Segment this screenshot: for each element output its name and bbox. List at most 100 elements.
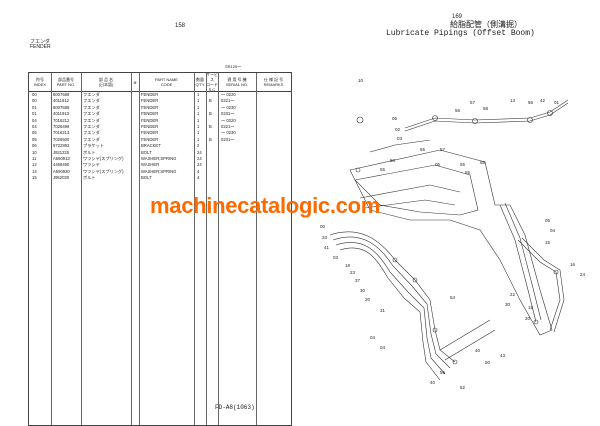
footer-code: FD-A8(1063): [215, 404, 255, 411]
cell-idx: 05: [32, 130, 37, 136]
callout-number: 40: [430, 380, 436, 385]
right-page-number: 169: [452, 14, 463, 20]
cell-jp: ワツシヤ(スプリング): [83, 168, 124, 174]
cell-jp: フエンダ: [83, 104, 100, 110]
callout-number: 10: [358, 78, 364, 83]
serial-note: SR125～: [225, 64, 242, 69]
cell-name: WASHER;SPRING: [141, 156, 177, 161]
callout-number: 56: [528, 100, 534, 105]
callout-number: 03: [333, 255, 339, 260]
cell-serial: 0221～: [221, 124, 235, 129]
piping-diagram: [329, 99, 569, 381]
cell-sc: B: [209, 136, 212, 142]
cell-idx: 01: [32, 104, 37, 110]
cell-qty: 1: [197, 117, 200, 123]
cell-part: 6007589: [53, 104, 70, 110]
callout-number: 54: [450, 295, 456, 300]
callout-number: 55: [465, 170, 471, 175]
cell-qty: 1: [197, 124, 200, 129]
callout-number: 15: [545, 240, 551, 245]
callout-number: 55: [380, 167, 386, 172]
title-en: Lubricate Pipings (Offset Boom): [386, 29, 535, 38]
cell-jp: フエンダ: [83, 117, 100, 123]
cell-serial: ～ 0230: [221, 104, 236, 110]
cell-part: 4011913: [53, 111, 69, 117]
callout-number: 01: [554, 100, 560, 105]
cell-jp: ブラケット: [83, 143, 104, 149]
callout-number: 55: [480, 160, 486, 165]
cell-sc: B: [209, 98, 212, 104]
category-jp: フエンダ: [30, 39, 51, 45]
callout-number: 18: [345, 263, 351, 268]
callout-number: 55: [420, 147, 426, 152]
cell-qty: 1: [197, 98, 200, 104]
cell-serial: 0231～: [221, 111, 235, 117]
right-page: 169 給脂配管（側溝掘） Lubricate Pipings (Offset …: [300, 0, 600, 425]
table-row: 01 6007589 フエンダ FENDER 1 ～ 0230: [29, 105, 291, 111]
cell-part: 7026499: [53, 124, 70, 129]
cell-qty: 1: [197, 136, 200, 142]
cell-name: FENDER: [141, 98, 159, 104]
cell-serial: ～ 0230: [221, 130, 236, 136]
cell-name: FENDER: [141, 117, 159, 123]
cell-qty: 1: [197, 104, 200, 110]
cell-qty: 4: [197, 175, 200, 181]
callout-number: 56: [440, 370, 446, 375]
cell-serial: 0221～: [221, 98, 235, 104]
cell-name: FENDER: [141, 111, 159, 117]
callout-number: 22: [510, 292, 516, 297]
cell-idx: 14: [32, 168, 37, 174]
callout-number: 24: [580, 272, 586, 277]
cell-qty: 1: [197, 130, 200, 136]
cell-qty: 24: [197, 156, 202, 161]
cell-jp: フエンダ: [83, 136, 100, 142]
cell-idx: 05: [32, 136, 37, 142]
callout-number: 58: [483, 106, 489, 111]
cell-jp: ワツシヤ: [83, 162, 100, 168]
cell-name: BOLT: [141, 149, 152, 155]
cell-part: A590913: [53, 156, 70, 161]
cell-qty: 1: [197, 111, 200, 117]
callout-number: 16: [570, 262, 576, 267]
cell-idx: 06: [32, 143, 37, 149]
callout-number: 20: [525, 316, 531, 321]
cell-idx: 04: [32, 124, 37, 129]
cell-part: 4011912: [53, 98, 69, 104]
category-en: FENDER: [30, 44, 51, 50]
callout-number: 04: [550, 228, 556, 233]
cell-part: 4469490: [53, 162, 70, 168]
callout-number: 41: [324, 245, 330, 250]
callout-number: 43: [500, 353, 506, 358]
callout-number: 05: [435, 162, 441, 167]
cell-part: 7026500: [53, 136, 70, 142]
boom-outline: [349, 149, 553, 336]
cell-part: A590920: [53, 168, 70, 174]
callout-number: 57: [440, 147, 446, 152]
pipe-top: [404, 99, 569, 129]
cell-sc: B: [209, 124, 212, 129]
callout-number: 05: [392, 116, 398, 121]
cell-serial: 0231～: [221, 136, 235, 142]
callout-number: 30: [360, 288, 366, 293]
callout-number: 33: [322, 235, 328, 240]
cell-idx: 11: [32, 156, 37, 161]
cell-name: FENDER: [141, 92, 159, 97]
header-part-name-jp: 部 品 名(日本語): [98, 77, 114, 87]
cell-jp: ボルト: [83, 149, 96, 155]
cell-idx: 12: [32, 162, 37, 168]
cell-name: FENDER: [141, 104, 159, 110]
cell-name: FENDER: [141, 136, 159, 142]
